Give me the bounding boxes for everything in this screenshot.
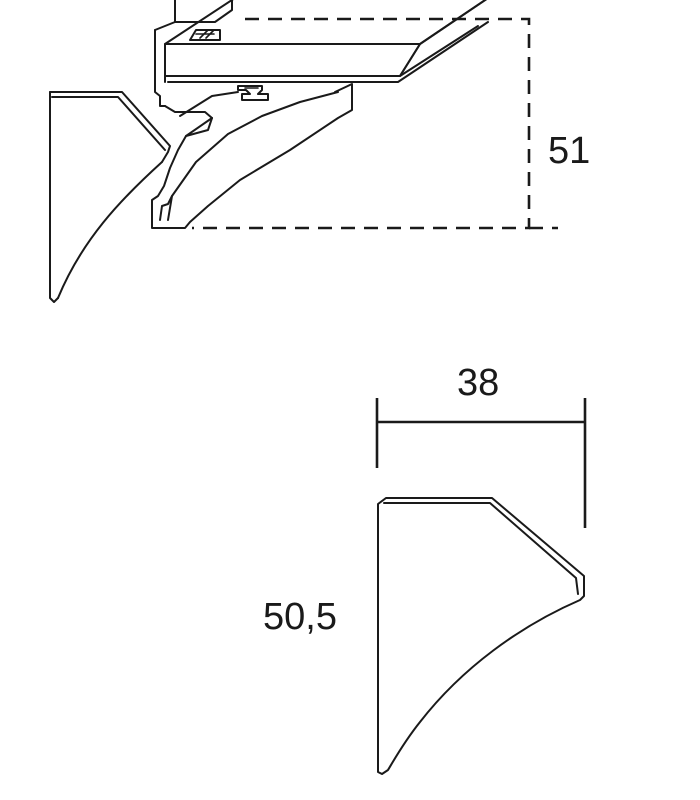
end-cap-side	[49, 91, 171, 303]
end-cap-outline	[377, 497, 585, 775]
dimension-label-width: 38	[457, 362, 500, 404]
support-arm	[151, 83, 353, 229]
assembly-outline-dashed	[192, 17, 531, 230]
rail-profile	[154, 0, 269, 107]
assembly-view	[49, 0, 558, 303]
end-cap-view	[375, 398, 587, 775]
dimension-label-height-assembly: 51	[548, 130, 591, 172]
shelf-panel	[164, 0, 489, 83]
dimension-label-height-cap: 50,5	[263, 596, 337, 638]
